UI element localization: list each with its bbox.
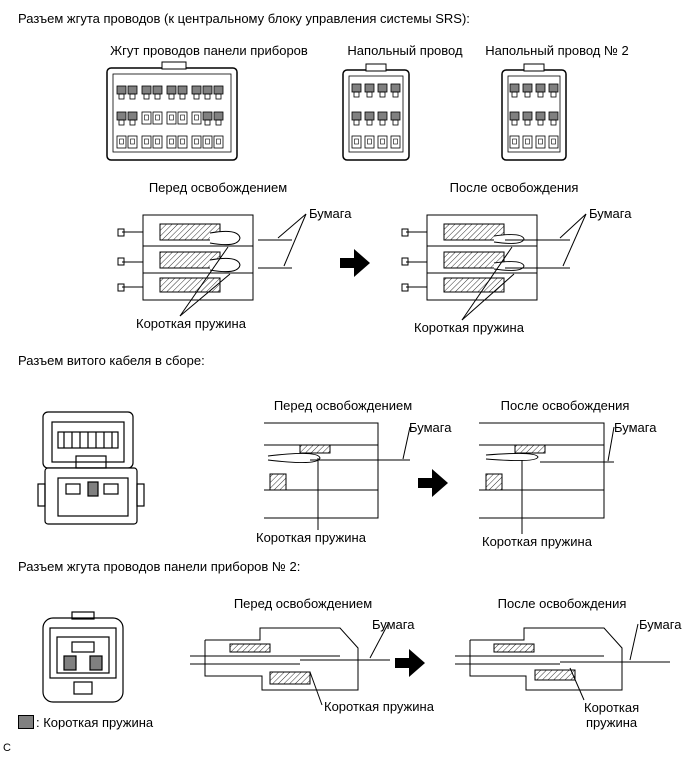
arrow-icon <box>340 249 370 277</box>
section-1-paper-label-after: Бумага <box>589 206 632 221</box>
section-1-heading: Разъем жгута проводов (к центральному бл… <box>18 11 470 26</box>
section-3-spring-label-before: Короткая пружина <box>324 699 434 714</box>
section-3-heading: Разъем жгута проводов панели приборов № … <box>18 559 301 574</box>
section-2-heading: Разъем витого кабеля в сборе: <box>18 353 205 368</box>
connector-label-floor-wire-2: Напольный провод № 2 <box>485 43 629 58</box>
section-3-cross-section-after <box>455 623 670 701</box>
connector-floor-wire-2-front <box>501 63 567 161</box>
section-2-cross-section-after <box>479 422 615 534</box>
section-1-cross-section-after <box>401 213 587 321</box>
connector-floor-wire-front <box>342 63 410 161</box>
instrument-panel-2-connector-front <box>42 611 124 703</box>
footer-code: C <box>3 742 11 754</box>
connector-label-floor-wire: Напольный провод <box>347 43 463 58</box>
section-2-after-label: После освобождения <box>500 398 630 413</box>
section-1-cross-section-before <box>117 213 307 317</box>
section-1-spring-label-before: Короткая пружина <box>136 316 246 331</box>
section-1-before-label: Перед освобождением <box>148 180 288 195</box>
section-2-paper-label-after: Бумага <box>614 420 657 435</box>
section-1-paper-label-before: Бумага <box>309 206 352 221</box>
section-3-spring-label-after: Короткая пружина <box>584 700 640 730</box>
clock-spring-connector-front <box>37 411 145 525</box>
arrow-icon <box>395 649 425 677</box>
section-2-cross-section-before <box>264 422 411 530</box>
section-2-before-label: Перед освобождением <box>273 398 413 413</box>
section-2-spring-label-before: Короткая пружина <box>256 530 366 545</box>
arrow-icon <box>418 469 448 497</box>
section-3-cross-section-before <box>190 623 390 706</box>
section-3-paper-label-after: Бумага <box>639 617 682 632</box>
legend-swatch <box>18 715 34 729</box>
section-3-before-label: Перед освобождением <box>233 596 373 611</box>
section-3-after-label: После освобождения <box>497 596 627 611</box>
section-1-after-label: После освобождения <box>449 180 579 195</box>
section-1-spring-label-after: Короткая пружина <box>414 320 524 335</box>
legend-label: : Короткая пружина <box>36 715 154 730</box>
connector-label-instrument-panel: Жгут проводов панели приборов <box>110 43 308 58</box>
section-2-paper-label-before: Бумага <box>409 420 452 435</box>
section-3-paper-label-before: Бумага <box>372 617 415 632</box>
section-2-spring-label-after: Короткая пружина <box>482 534 592 549</box>
connector-instrument-panel-front <box>106 61 238 161</box>
